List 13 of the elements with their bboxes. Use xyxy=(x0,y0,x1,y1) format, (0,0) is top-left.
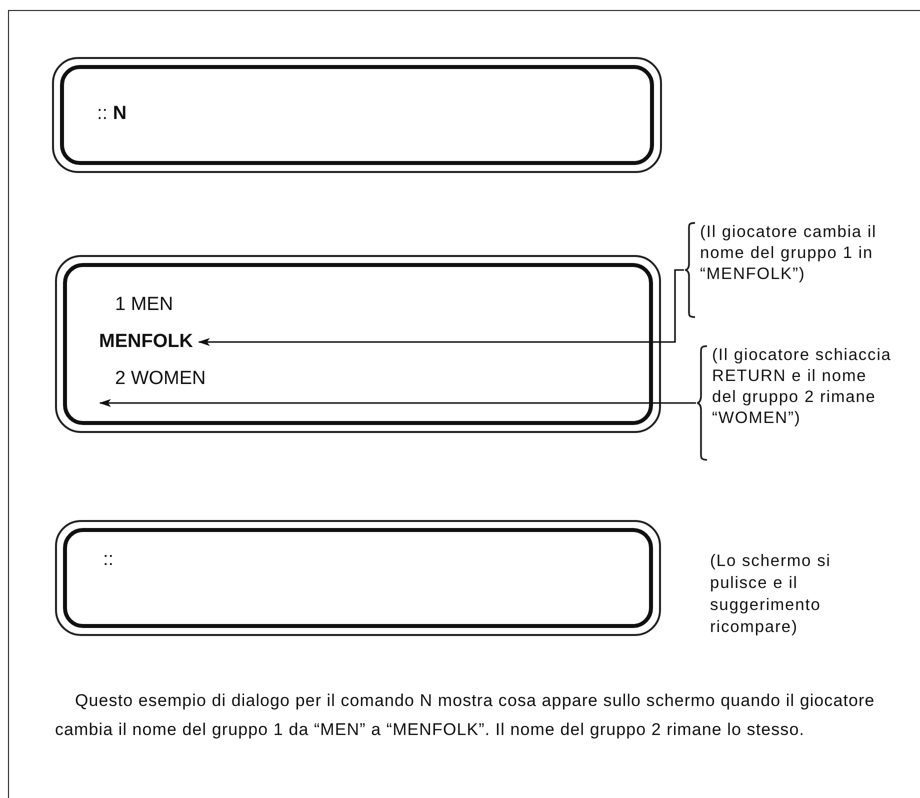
screen-text: 1 MEN xyxy=(115,294,174,316)
caption: Questo esempio di dialogo per il comando N mostra cosa appare sullo schermo quando il giocatore cambia il nome del gruppo 1 da “MEN” a “MENFOLK”. Il nome del gruppo 2 rimane lo stesso. xyxy=(55,690,876,741)
note-text: (Il giocatore cambia il nome del gruppo 1 in “MENFOLK”) xyxy=(700,222,878,285)
screen-text: 2 WOMEN xyxy=(115,368,206,390)
note-text: (Lo schermo si pulisce e il suggerimento ricompare) xyxy=(710,551,832,638)
screen-text: MENFOLK xyxy=(99,331,193,353)
leader-arrow xyxy=(198,269,684,346)
screen-frame xyxy=(55,255,661,433)
leader-arrow xyxy=(99,399,696,407)
screen-text: :: xyxy=(103,549,114,571)
note-text: (Il giocatore schiaccia RETURN e il nome del gruppo 2 rimane “WOMEN”) xyxy=(712,345,892,429)
screen-text: :: N xyxy=(97,103,127,125)
screen-frame xyxy=(52,57,662,173)
